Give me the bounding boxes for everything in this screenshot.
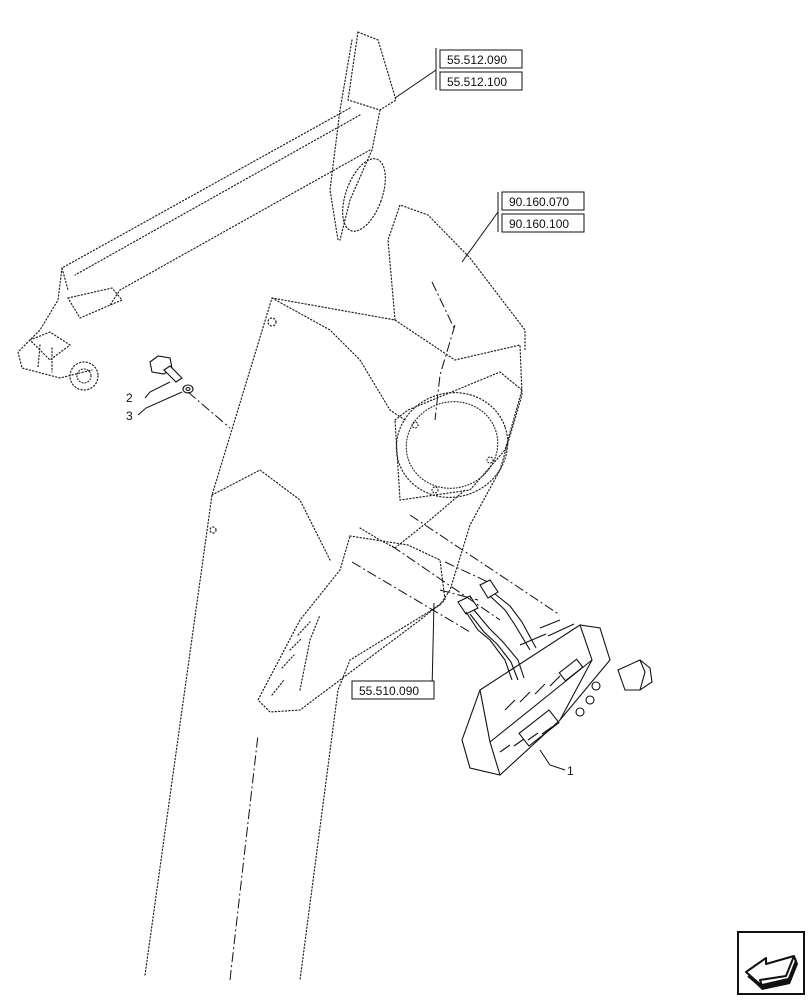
ref-mid-a[interactable]: 90.160.070 — [501, 191, 585, 211]
ref-low-label: 55.510.090 — [359, 684, 419, 698]
cab-pillar — [144, 204, 526, 981]
ref-mid-b[interactable]: 90.160.100 — [501, 213, 585, 233]
ref-mid-b-label: 90.160.100 — [509, 217, 569, 231]
control-module-item-1 — [461, 619, 653, 776]
ref-mid-a-label: 90.160.070 — [509, 195, 569, 209]
assembly-lines — [187, 281, 561, 981]
speaker-housing — [394, 371, 523, 501]
ref-top-a-label: 55.512.090 — [447, 53, 507, 67]
grab-handle — [17, 31, 397, 391]
ref-top-a[interactable]: 55.512.090 — [439, 49, 523, 69]
bolt-item-2 — [149, 355, 183, 383]
callout-3: 3 — [126, 409, 133, 423]
next-page-arrow-icon[interactable] — [737, 931, 805, 995]
callout-2: 2 — [126, 391, 133, 405]
reference-leaders — [137, 48, 566, 771]
ref-low[interactable]: 55.510.090 — [351, 680, 435, 700]
wiring-harness — [457, 579, 537, 681]
washer-item-3 — [182, 384, 194, 394]
callout-1: 1 — [567, 764, 574, 778]
ref-top-b[interactable]: 55.512.100 — [439, 71, 523, 91]
ref-top-b-label: 55.512.100 — [447, 75, 507, 89]
